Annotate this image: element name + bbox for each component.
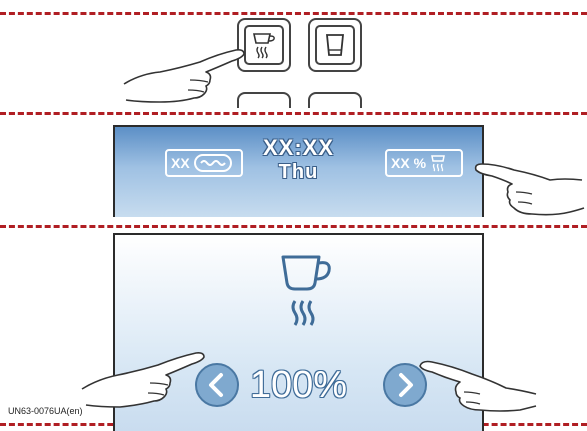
pointing-hand-icon: [78, 345, 208, 411]
figure-code: UN63-0076UA(en): [8, 406, 83, 416]
pointing-hand-icon: [470, 150, 587, 220]
glass-icon: [323, 32, 347, 58]
pointing-hand-icon: [410, 350, 540, 416]
hot-water-level-value: XX %: [391, 155, 426, 171]
hot-water-level-badge[interactable]: XX %: [385, 149, 463, 177]
separator-line: [0, 112, 587, 115]
cup-steam-icon: [250, 30, 278, 60]
pointing-hand-icon: [120, 44, 250, 106]
glass-key[interactable]: [308, 18, 362, 72]
separator-line: [0, 12, 587, 15]
status-screen: XX XX:XX Thu XX %: [113, 125, 484, 217]
hot-water-level-icon: [430, 154, 446, 172]
cup-steam-icon: [277, 251, 337, 329]
separator-line: [0, 225, 587, 228]
